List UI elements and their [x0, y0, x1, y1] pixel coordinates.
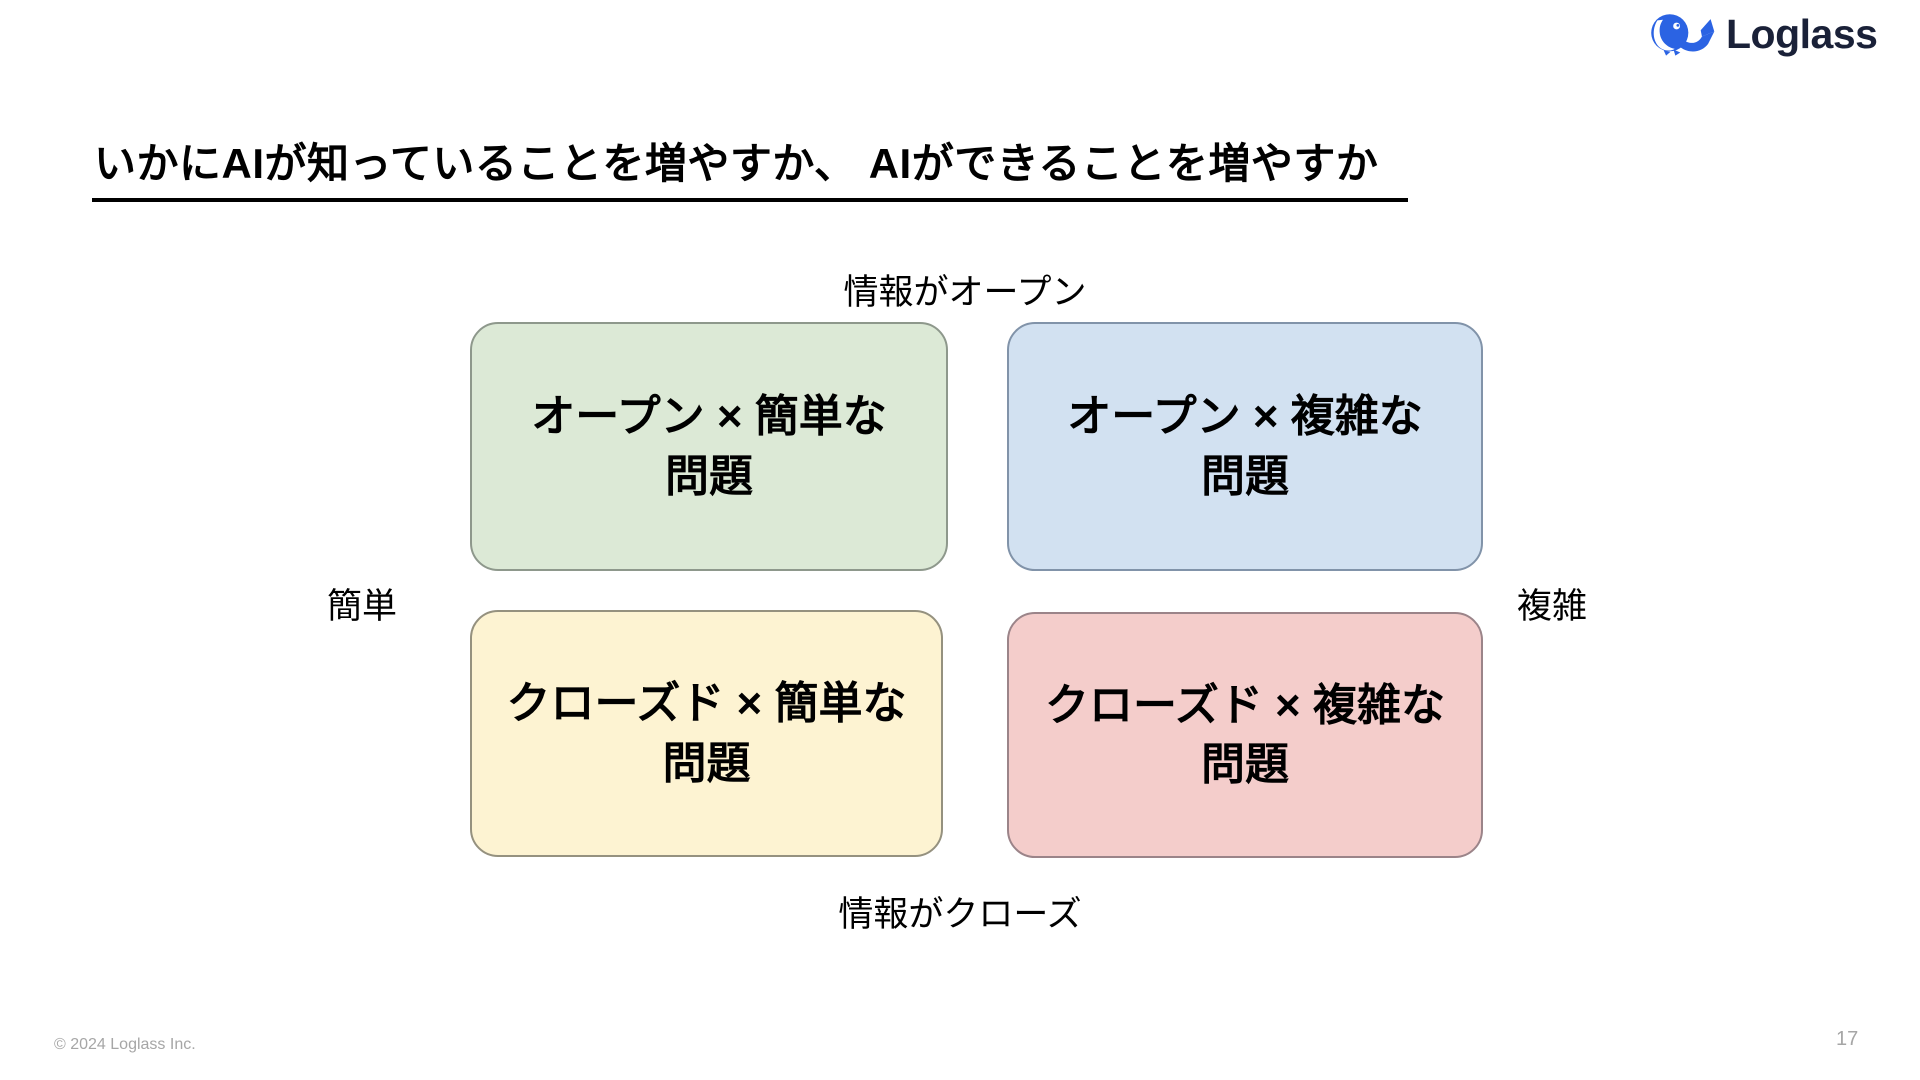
axis-label-top: 情報がオープン [843, 273, 1087, 312]
quadrant-closed-complex-label: クローズド × 複雑な 問題 [1045, 680, 1445, 789]
quadrant-closed-easy: クローズド × 簡単な 問題 [470, 610, 943, 857]
footer-copyright: © 2024 Loglass Inc. [54, 1036, 196, 1053]
page-number: 17 [1836, 1028, 1859, 1050]
loglass-wordmark: Loglass [1726, 10, 1878, 57]
loglass-whale-icon [1650, 8, 1718, 60]
page-title: いかにAIが知っていることを増やすか、 AIができることを増やすか [92, 130, 1409, 202]
quadrant-open-easy-label: オープン × 簡単な 問題 [531, 392, 887, 501]
quadrant-open-complex: オープン × 複雑な 問題 [1007, 322, 1483, 571]
axis-label-bottom: 情報がクローズ [838, 895, 1082, 934]
quadrant-closed-complex: クローズド × 複雑な 問題 [1007, 612, 1483, 858]
axis-label-left: 簡単 [327, 587, 398, 626]
loglass-logo: Loglass [1650, 8, 1878, 60]
quadrant-open-complex-label: オープン × 複雑な 問題 [1067, 392, 1423, 501]
axis-label-right: 複雑 [1517, 587, 1588, 626]
quadrant-open-easy: オープン × 簡単な 問題 [470, 322, 948, 571]
quadrant-closed-easy-label: クローズド × 簡単な 問題 [506, 679, 907, 788]
